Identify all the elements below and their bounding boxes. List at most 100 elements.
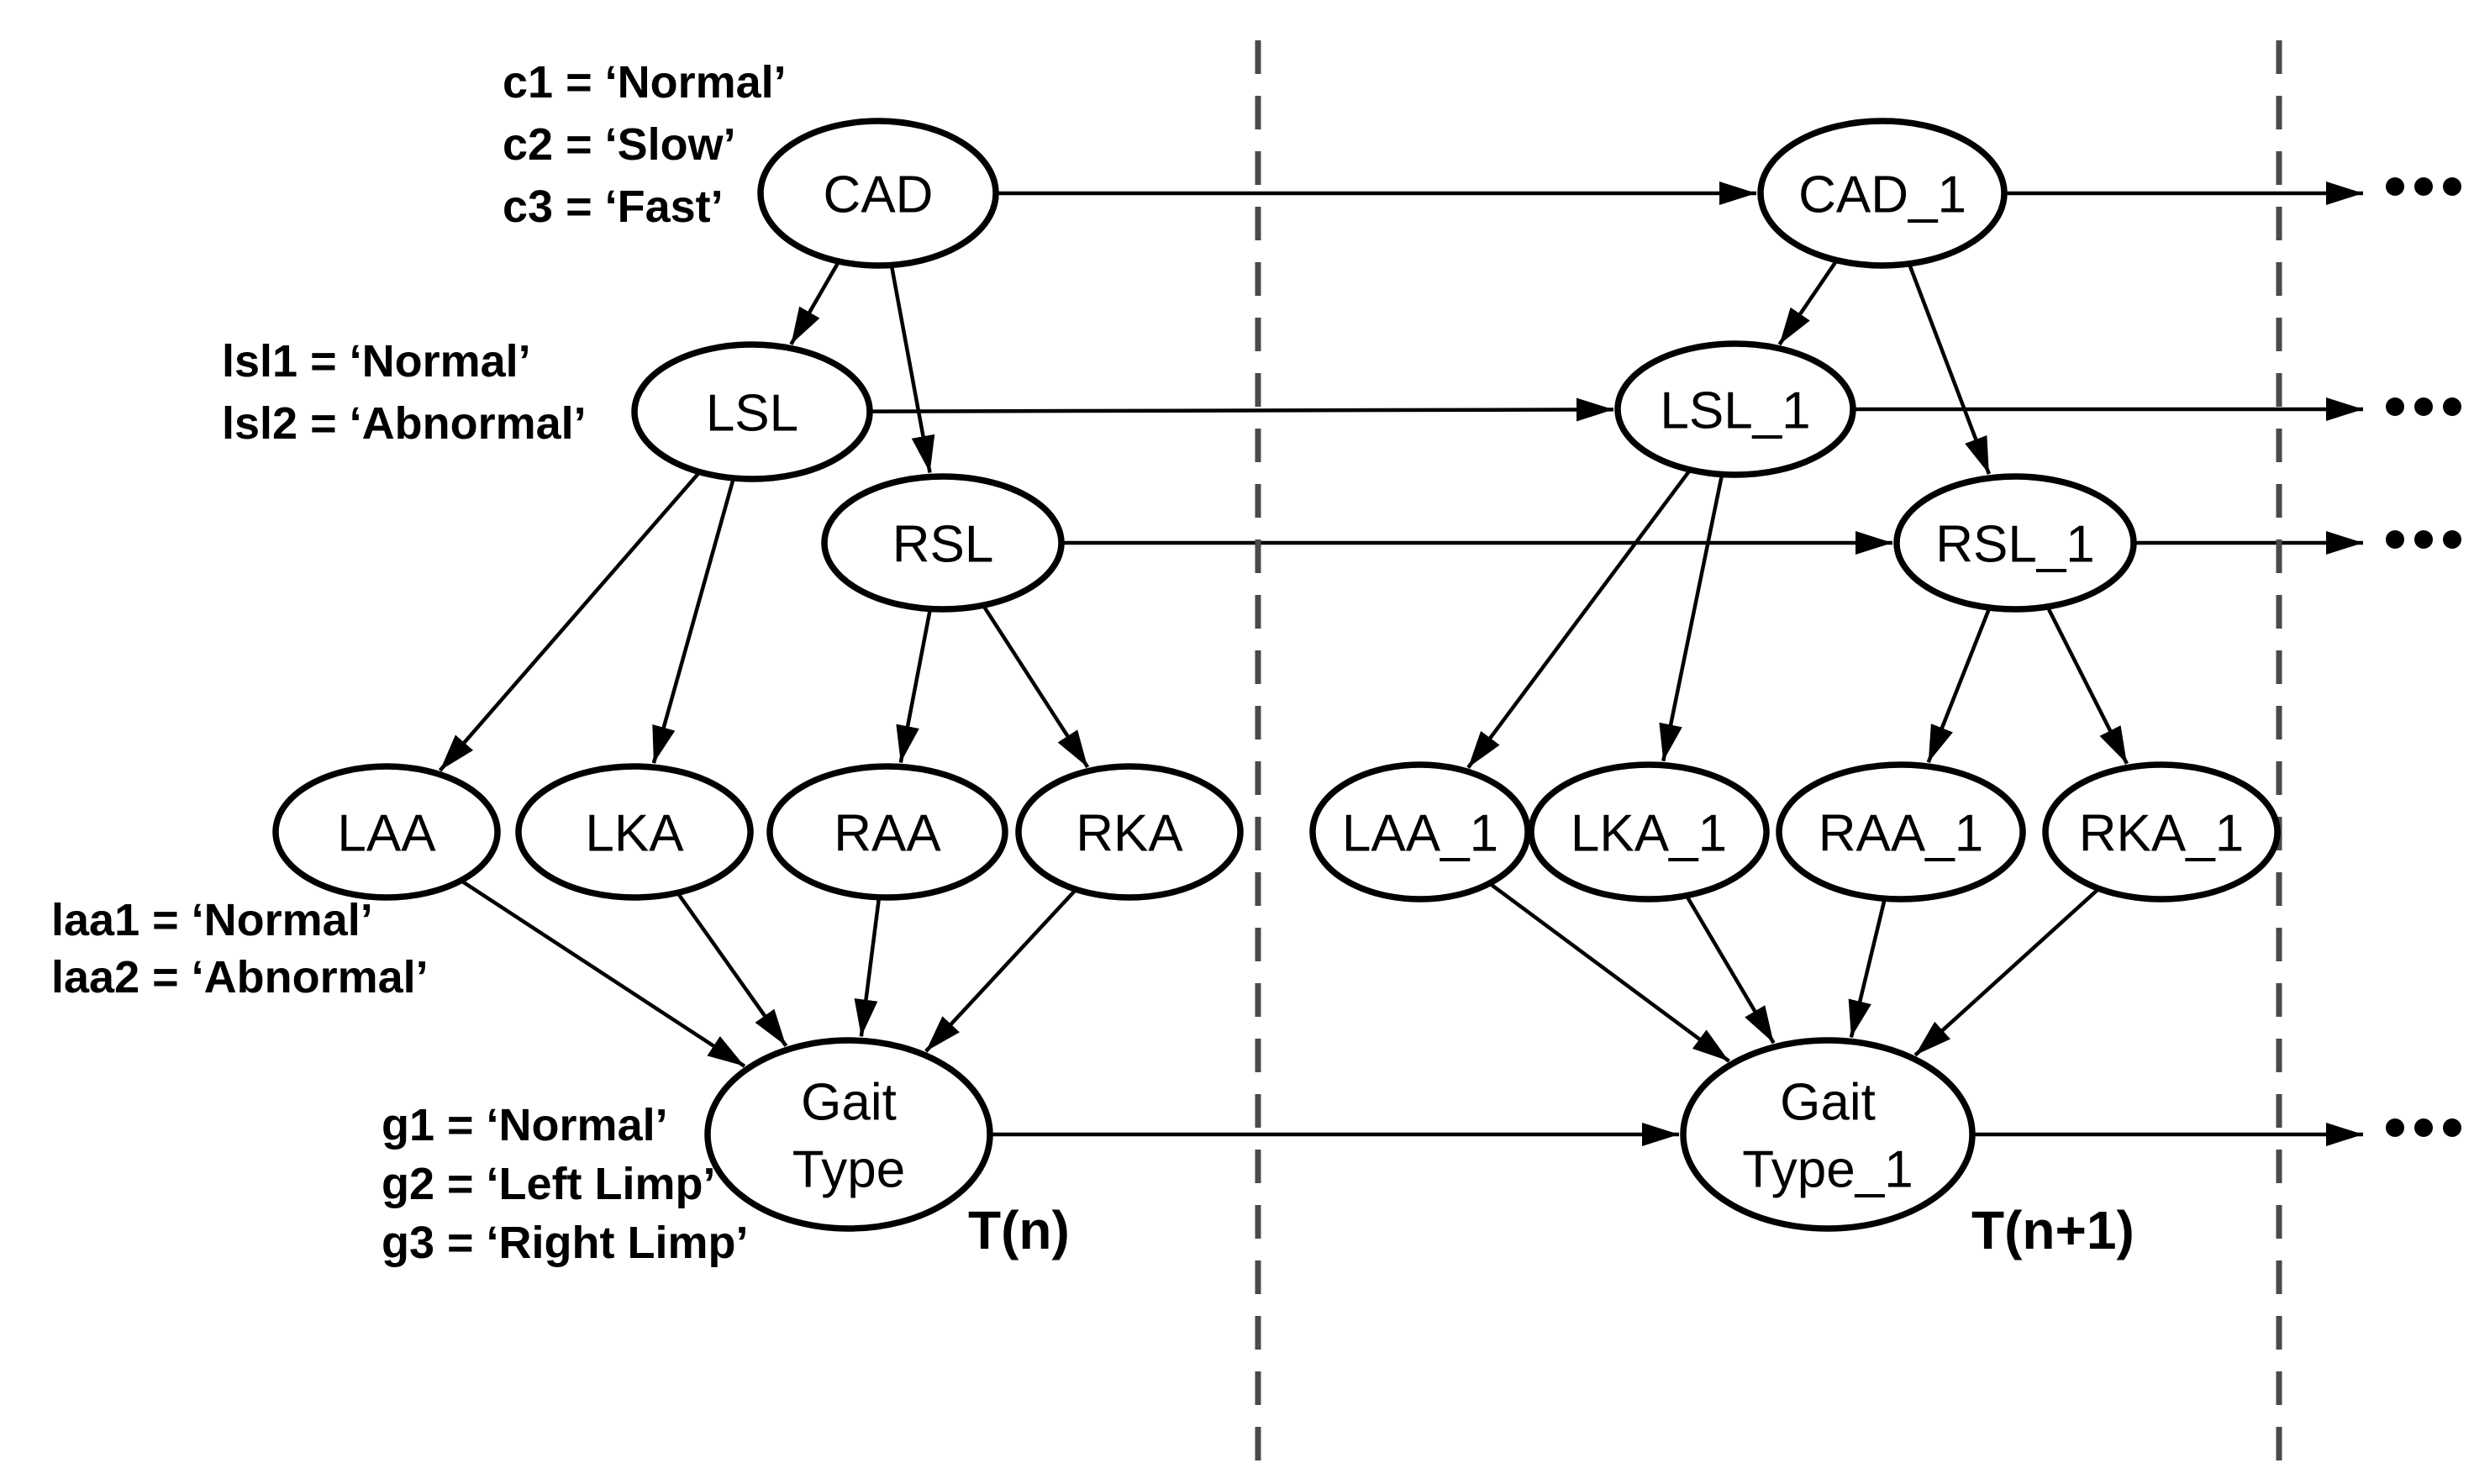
node-LKA: LKA [515,763,754,901]
node-label-LKA_1-line1: LKA_1 [1571,804,1727,862]
annotation-line: c1 = ‘Normal’ [503,57,787,108]
ellipsis-dot [2443,1118,2461,1137]
node-RKA: RKA [1015,763,1244,901]
node-RAA: RAA [766,763,1008,901]
ellipsis-dot [2443,177,2461,196]
ellipsis-dot [2414,397,2433,416]
ellipsis-dot [2386,1118,2404,1137]
ellipsis-dot [2386,177,2404,196]
edge-LKA-to-GaitType [676,892,788,1047]
node-label-LSL-line1: LSL [706,384,798,442]
edge-RAA-to-GaitType [854,897,882,1037]
node-label-LKA-line1: LKA [585,804,684,862]
node-ellipse-LKA [515,763,754,901]
annotation-line: lsl2 = ‘Abnormal’ [222,398,587,449]
node-label-CAD_1-line1: CAD_1 [1798,166,1966,224]
annotation-line: c3 = ‘Fast’ [503,182,724,232]
edge-LKA_1-to-GaitType_1 [1684,894,1776,1045]
node-ellipse-CAD_1 [1757,118,2008,269]
node-LKA_1: LKA_1 [1528,761,1770,903]
edge-RSL-to-RAA [896,608,933,763]
node-LSL: LSL [631,341,873,482]
annotation-line: laa2 = ‘Abnormal’ [51,952,429,1002]
node-label-LAA-line1: LAA [337,804,436,862]
node-label-LSL_1-line1: LSL_1 [1660,382,1810,439]
edge-CAD-to-RSL [889,265,935,473]
annotation-line: g3 = ‘Right Limp’ [382,1218,749,1268]
edge-CAD-to-LSL [789,260,841,345]
node-LAA_1: LAA_1 [1309,761,1531,903]
node-LSL_1: LSL_1 [1614,340,1856,478]
annotation-line: c2 = ‘Slow’ [503,119,736,170]
node-ellipse-RAA [766,763,1008,901]
edge-LSL-to-LKA [651,477,736,764]
node-ellipse-LKA_1 [1528,761,1770,903]
node-label-RAA_1-line1: RAA_1 [1819,804,1983,862]
node-ellipse-LAA_1 [1309,761,1531,903]
edge-RSL-to-RKA [982,604,1090,769]
node-ellipse-CAD [757,118,999,269]
node-ellipse-RSL_1 [1893,473,2137,613]
node-label-RSL_1-line1: RSL_1 [1935,515,2095,573]
annotation-laa-states: laa1 = ‘Normal’ laa2 = ‘Abnormal’ [51,895,429,1002]
ellipsis-dot [2414,177,2433,196]
node-ellipse-LSL_1 [1614,340,1856,478]
ellipsis-mark-2 [2386,397,2461,416]
annotation-lsl-states: lsl1 = ‘Normal’lsl2 = ‘Abnormal’ [222,336,587,449]
edge-LSL-to-LSL_1 [869,397,1614,422]
edge-RKA_1-to-GaitType_1 [1913,887,2101,1057]
time-label-2: T(n+1) [1971,1200,2134,1260]
edge-RAA_1-to-GaitType_1 [1848,897,1887,1039]
node-label-RKA_1-line1: RKA_1 [2079,804,2244,862]
time-label-1: T(n) [968,1200,1070,1260]
node-ellipse-RAA_1 [1776,761,2026,903]
annotation-line: g2 = ‘Left Limp’ [382,1159,716,1209]
edge-LSL_1-to-LKA_1 [1659,474,1724,762]
node-ellipse-LSL [631,341,873,482]
edge-RKA-to-GaitType [924,887,1078,1053]
node-label-GaitType-line2: Type [792,1140,905,1198]
node-ellipse-RKA [1015,763,1244,901]
annotation-cad-states: c1 = ‘Normal’ c2 = ‘Slow’ c3 = ‘Fast’ [503,57,787,232]
node-label-RSL-line1: RSL [892,515,994,573]
node-ellipse-GaitType [704,1037,993,1232]
node-label-RAA-line1: RAA [834,804,941,862]
annotation-line: laa1 = ‘Normal’ [51,895,373,945]
ellipsis-dot [2414,1118,2433,1137]
node-label-CAD-line1: CAD [824,166,934,224]
node-label-LAA_1-line1: LAA_1 [1342,804,1498,862]
edge-LSL-to-LAA [438,471,702,772]
node-RSL: RSL [821,473,1065,613]
ellipsis-mark-1 [2386,177,2461,196]
edge-LSL_1-to-LAA_1 [1466,468,1692,769]
node-label-RKA-line1: RKA [1076,804,1183,862]
edge-LAA_1-to-GaitType_1 [1488,881,1730,1063]
node-label-GaitType-line1: Gait [801,1073,897,1131]
node-RKA_1: RKA_1 [2042,761,2281,903]
annotation-line: g1 = ‘Normal’ [382,1100,668,1150]
node-CAD: CAD [757,118,999,269]
node-LAA: LAA [272,763,501,901]
ellipsis-mark-3 [2386,530,2461,549]
edge-CAD_1-to-RSL_1 [1907,263,1991,475]
edge-LAA-to-GaitType [460,879,746,1068]
node-ellipse-GaitType_1 [1680,1037,1976,1232]
node-RSL_1: RSL_1 [1893,473,2137,613]
edge-RSL_1-to-RAA_1 [1926,607,1992,764]
ellipsis-dot [2443,530,2461,549]
node-ellipse-RSL [821,473,1065,613]
ellipsis-mark-4 [2386,1118,2461,1137]
ellipsis-dot [2414,530,2433,549]
ellipsis-dot [2386,397,2404,416]
node-label-GaitType_1-line2: Type_1 [1742,1140,1913,1198]
node-CAD_1: CAD_1 [1757,118,2008,269]
node-ellipse-RKA_1 [2042,761,2281,903]
node-RAA_1: RAA_1 [1776,761,2026,903]
annotation-gait-states: g1 = ‘Normal’ g2 = ‘Left Limp’ g3 = ‘Right… [382,1100,749,1268]
node-label-GaitType_1-line1: Gait [1780,1073,1876,1131]
ellipsis-dot [2443,397,2461,416]
